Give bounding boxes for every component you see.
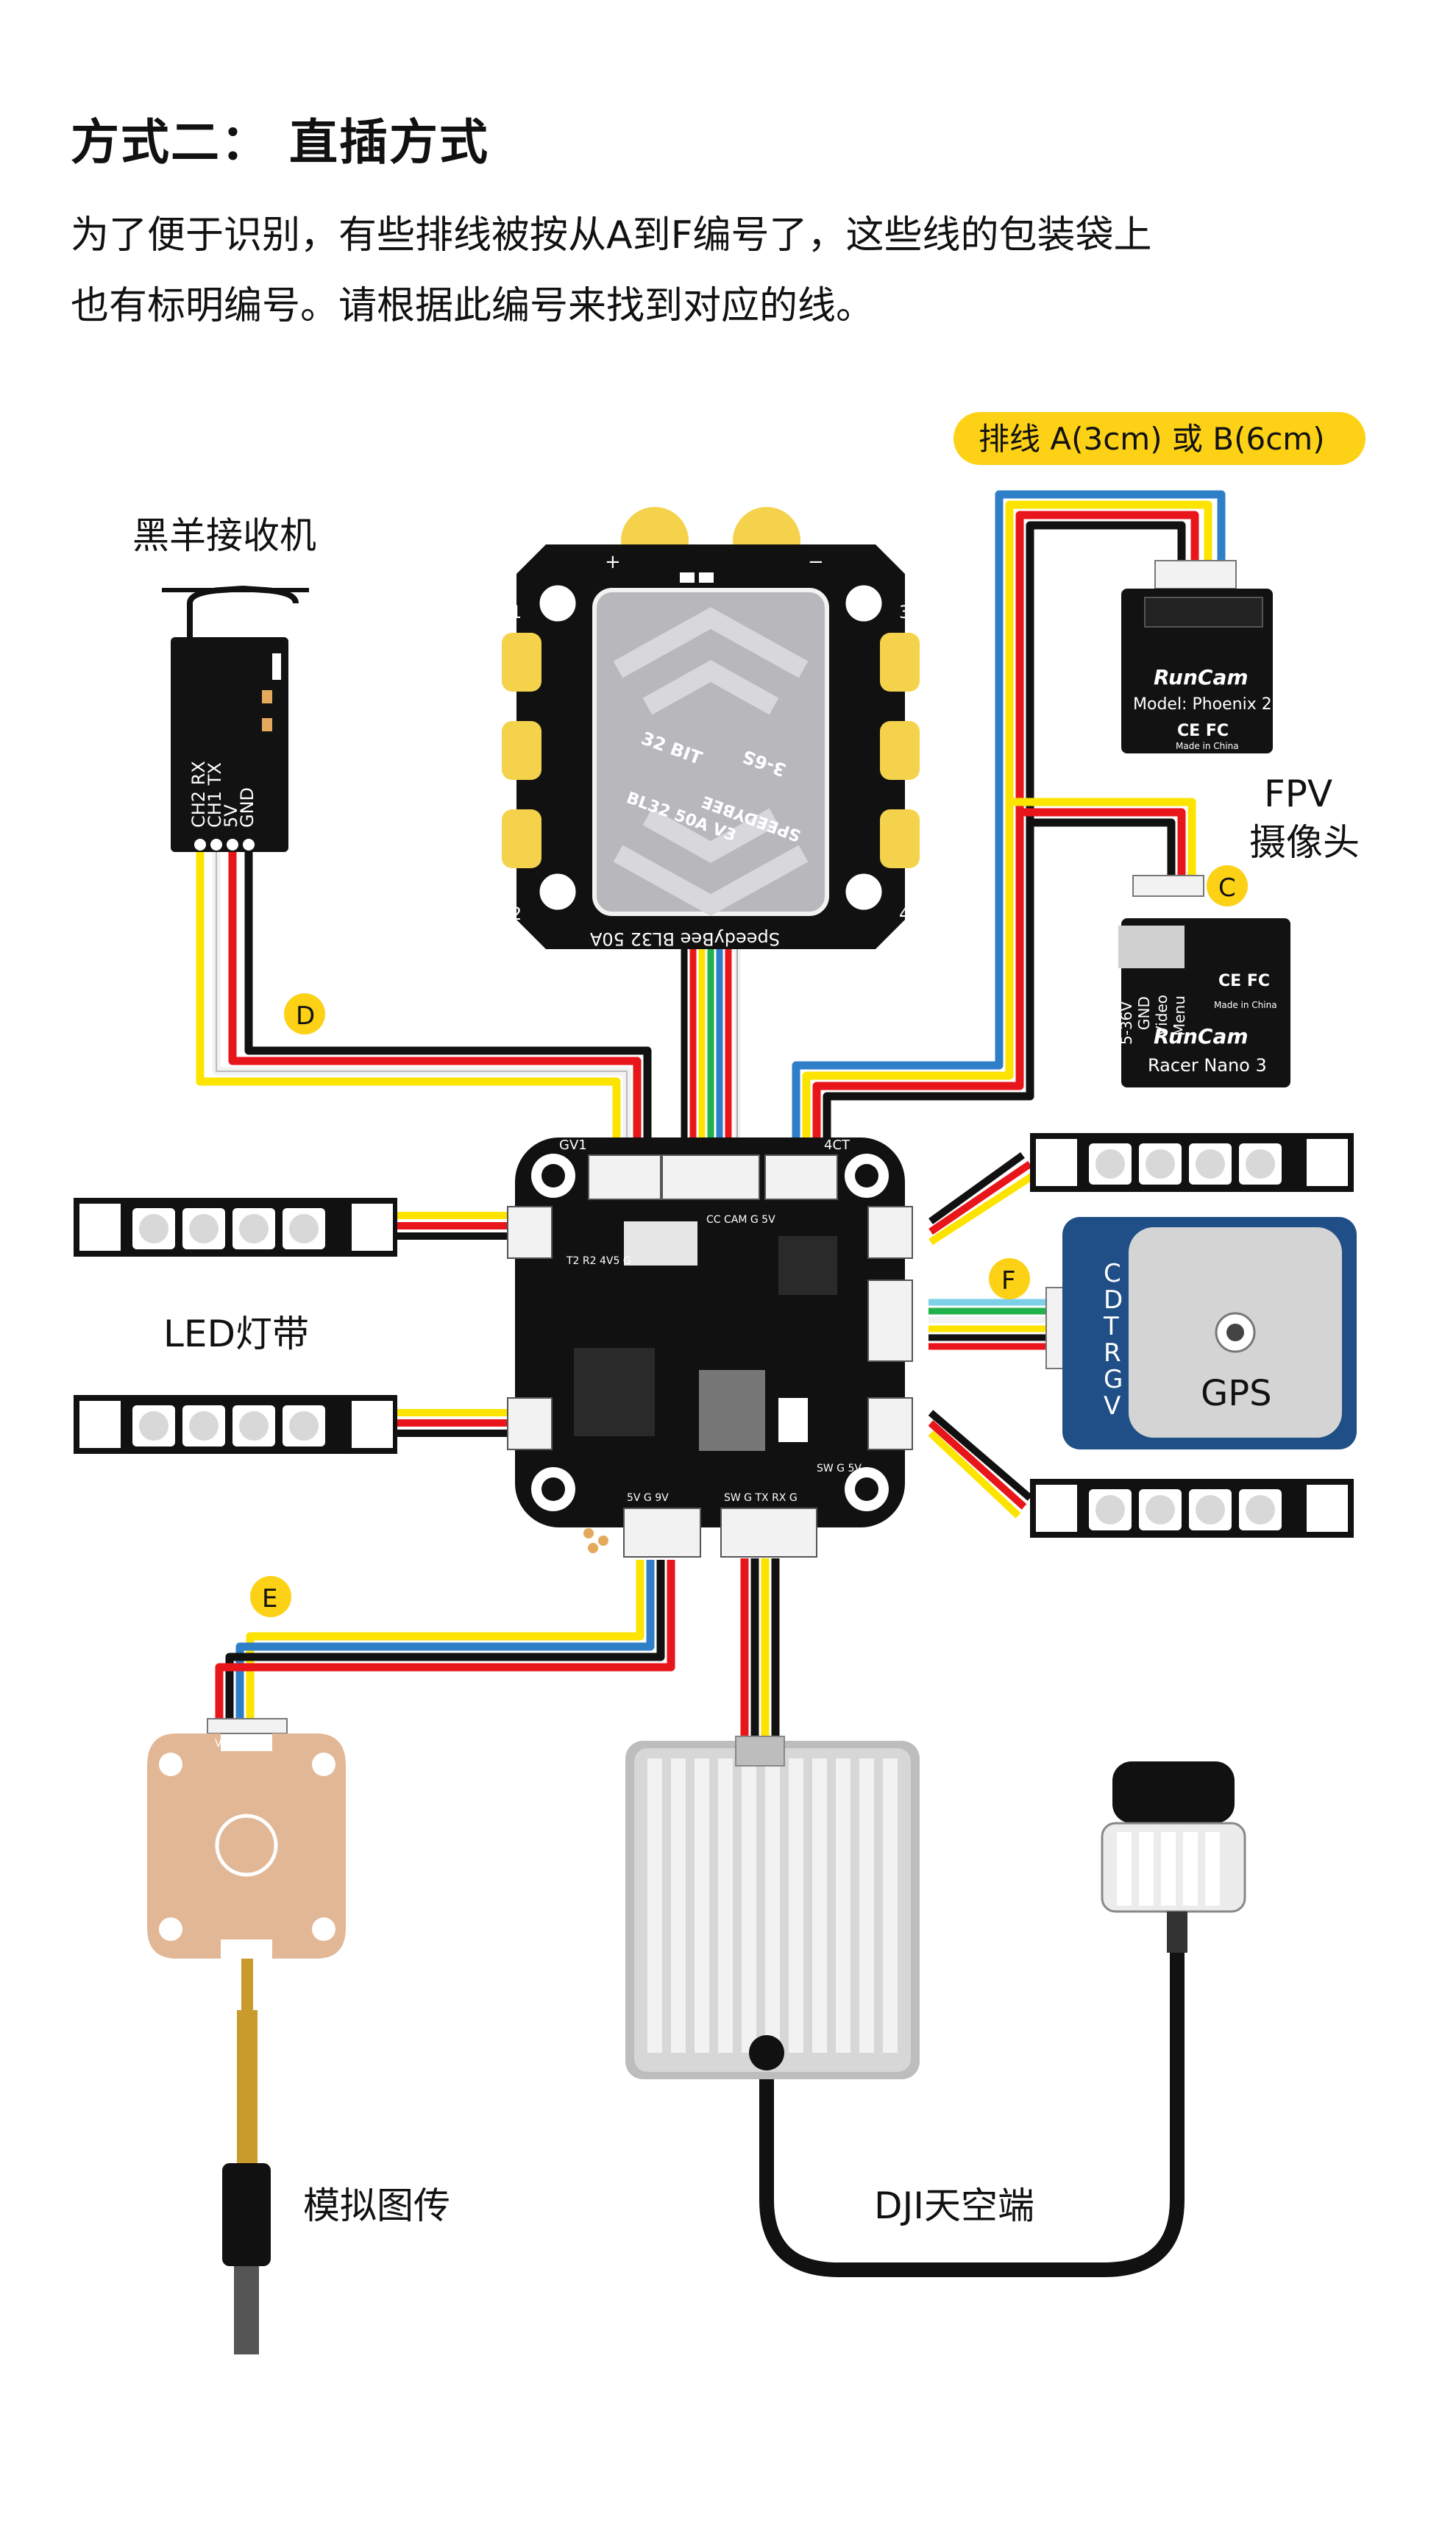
cam2-model: Racer Nano 3	[1148, 1055, 1267, 1076]
svg-text:F: F	[1001, 1266, 1016, 1296]
led-left-top-wires	[397, 1212, 508, 1240]
camera-cable-c	[1009, 798, 1196, 876]
fpv-label-1: FPV	[1264, 773, 1332, 815]
cam2-pins: 5-36V	[1118, 1001, 1135, 1045]
fc-pad-right: 4CT	[824, 1137, 850, 1153]
receiver: CH2 RX CH1 TX 5V GND	[162, 585, 309, 852]
fc-small-4: SW G 5V	[817, 1463, 862, 1474]
dji-camera-cable	[759, 1950, 1185, 2277]
fpv-label-2: 摄像头	[1249, 821, 1360, 864]
gps-pin-d: D	[1104, 1285, 1123, 1315]
cable-ab-tag	[953, 412, 1366, 465]
camera-phoenix2: RunCam Model: Phoenix 2 CE FC Made in Ch…	[1121, 560, 1273, 753]
cam2-ce: CE FC	[1218, 972, 1270, 990]
camera-nano3: 5-36V GND Video Menu CE FC Made in China…	[1118, 875, 1290, 1087]
intro-line-2: 也有标明编号。请根据此编号来找到对应的线。	[71, 284, 875, 328]
cam2-brand: RunCam	[1154, 1024, 1249, 1048]
svg-text:C: C	[1218, 873, 1236, 903]
cam2-pin-menu: Menu	[1171, 995, 1188, 1036]
led-left-bottom-wires	[397, 1409, 508, 1437]
receiver-pin-ch2: CH2 RX	[188, 761, 209, 828]
cam2-pin-gnd: GND	[1135, 996, 1153, 1030]
tag-e: E	[250, 1576, 291, 1617]
gps-pin-r: R	[1104, 1338, 1121, 1368]
dji-air-unit	[625, 1736, 920, 2079]
gps-pin-t: T	[1103, 1312, 1119, 1341]
svg-text:D: D	[296, 1001, 315, 1031]
receiver-cable-d	[196, 846, 652, 1155]
led-strip-right-bottom	[1030, 1479, 1354, 1538]
esc-num-1: 1	[511, 602, 522, 622]
flight-controller: GV1 4CT CC CAM G 5V T2 R2 4V5 G 5V G 9V …	[507, 1137, 913, 1558]
led-right-bottom-wires	[928, 1410, 1033, 1519]
esc-num-4: 4	[899, 904, 910, 924]
gps-label: GPS	[1201, 1373, 1272, 1414]
fc-pad-left: GV1	[559, 1137, 587, 1153]
led-strip-right-top	[1030, 1133, 1354, 1192]
intro-text: 为了便于识别，有些排线被按从A到F编号了，这些线的包装袋上 也有标明编号。请根据…	[71, 200, 1395, 341]
cam1-made: Made in China	[1176, 741, 1239, 751]
fc-small-1: T2 R2 4V5 G	[566, 1255, 631, 1267]
cable-ab-tag-text: 排线 A(3cm) 或 B(6cm)	[979, 421, 1325, 457]
esc-minus: −	[808, 551, 824, 573]
intro-line-1: 为了便于识别，有些排线被按从A到F编号了，这些线的包装袋上	[71, 213, 1152, 258]
esc-to-fc-bundle	[681, 949, 741, 1159]
esc-pads	[502, 633, 920, 868]
esc-num-3: 3	[899, 602, 910, 622]
led-right-top-wires	[928, 1151, 1040, 1246]
cam1-model: Model: Phoenix 2	[1133, 695, 1272, 714]
dji-camera	[1101, 1761, 1246, 1953]
gps-module: C D T R G V GPS	[1045, 1217, 1357, 1449]
tag-d: D	[284, 993, 325, 1034]
dji-cable	[740, 1558, 780, 1738]
vtx-pins: VIRC G 5V	[215, 1738, 267, 1750]
esc-board: + − 3-6S 32 BIT SPEEDYBEE BL32 50A V3 Sp…	[502, 507, 920, 949]
receiver-pin-ch1: CH1 TX	[205, 762, 225, 828]
esc-bottom-text: SpeedyBee BL32 50A	[589, 929, 780, 949]
tag-c: C	[1207, 865, 1248, 906]
led-strip-left-bottom	[74, 1395, 397, 1454]
esc-num-2: 2	[511, 904, 522, 924]
led-strip-left-top	[74, 1198, 397, 1257]
led-label: LED灯带	[163, 1313, 309, 1355]
tag-f: F	[989, 1258, 1030, 1299]
fc-cam-text: CC CAM G 5V	[706, 1214, 775, 1226]
analog-label: 模拟图传	[303, 2184, 450, 2227]
esc-plus: +	[605, 551, 621, 573]
gps-cable-f	[928, 1299, 1046, 1350]
fc-small-2: 5V G 9V	[627, 1492, 669, 1504]
cam2-pin-video: Video	[1153, 995, 1171, 1036]
svg-text:E: E	[262, 1584, 277, 1614]
receiver-label: 黑羊接收机	[132, 514, 316, 557]
vtx-cable-e	[215, 1560, 675, 1722]
receiver-pin-gnd: GND	[237, 787, 258, 828]
cam1-ce: CE FC	[1177, 722, 1229, 740]
receiver-pin-5v: 5V	[221, 804, 241, 828]
cam2-made: Made in China	[1214, 1000, 1277, 1010]
page-title: 方式二： 直插方式	[71, 114, 489, 171]
fc-small-3: SW G TX RX G	[724, 1492, 798, 1504]
dji-label: DJI天空端	[874, 2184, 1034, 2227]
gps-pin-c: C	[1104, 1259, 1121, 1288]
gps-pin-g: G	[1104, 1365, 1123, 1394]
cam1-brand: RunCam	[1154, 665, 1249, 689]
analog-vtx: VIRC G 5V	[147, 1718, 346, 2354]
gps-pin-v: V	[1104, 1391, 1121, 1421]
